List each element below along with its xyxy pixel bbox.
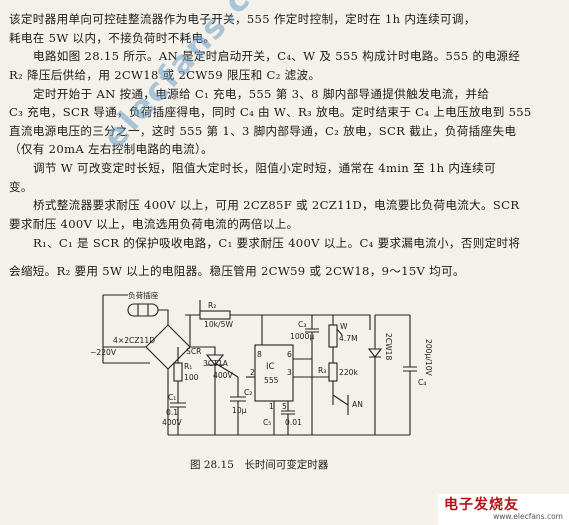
start-switch-icon [332, 394, 349, 415]
ic-pin-3: 3 [287, 368, 292, 377]
text-line: 要求耐压 400V 以上，电流选用负荷电流的两倍以上。 [9, 217, 299, 231]
text-line: 定时开始于 AN 按通，电源给 C₁ 充电，555 第 3、8 脚内部导通提供触… [33, 87, 490, 101]
c1-label: C₁ [168, 393, 176, 402]
ic-pin-6: 6 [287, 350, 292, 359]
text-line: 直流电源电压的三分之一，这时 555 第 1、3 脚内部导通，C₂ 放电，SCR… [9, 124, 517, 138]
text-line: （仅有 20mA 左右控制电路的电流）。 [9, 142, 214, 156]
c2-label: C₂ [244, 388, 252, 397]
text-line: R₁、C₁ 是 SCR 的保护吸收电路，C₁ 要求耐压 400V 以上。C₄ 要… [33, 236, 521, 250]
w-value: 4.7M [339, 334, 358, 343]
text-line: 变。 [9, 180, 33, 194]
text-line: C₃ 充电，SCR 导通，负荷插座得电，同时 C₄ 由 W、R₃ 放电。定时结束… [9, 105, 532, 119]
c5-label: C₅ [263, 418, 271, 427]
w-label: W [340, 322, 348, 331]
ic-label: IC [266, 362, 275, 372]
logo-main-text: 电子发烧友 [444, 497, 519, 513]
r1-value: 100 [184, 373, 199, 382]
text-line: 该定时器用单向可控硅整流器作为电子开关，555 作定时控制，定时在 1h 内连续… [9, 12, 476, 26]
scr-icon [205, 354, 225, 366]
text-line: 电路如图 28.15 所示。AN 是定时启动开关，C₄、W 及 555 构成计时… [33, 49, 521, 63]
r3-label: R₃ [318, 366, 326, 375]
ic-part: 555 [264, 376, 279, 385]
scr-voltage: 400V [213, 371, 233, 380]
mains-label: ~220V [90, 348, 117, 357]
text-line: 耗电在 5W 以内，不接负荷时不耗电。 [9, 31, 216, 45]
c3-value: 1000μ [290, 332, 314, 341]
c4-value: 200μ/10V [424, 339, 433, 377]
r2-label: R₂ [208, 301, 216, 310]
potentiometer-w-icon [328, 324, 338, 348]
c1-voltage: 400V [162, 418, 182, 427]
bridge-label: 4×2CZ11D [113, 336, 155, 345]
circuit-diagram: 负荷插座 4×2CZ11D ~220V R₂ 10k/5W SCR 3CT1A … [90, 290, 433, 436]
scr-label: SCR [186, 347, 202, 356]
resistor-r3-icon [328, 362, 338, 382]
c4-label: C₄ [418, 378, 426, 387]
an-label: AN [352, 400, 363, 409]
logo-sub-text: www.elecfans.com [493, 512, 563, 521]
text-line: 会缩短。R₂ 要用 5W 以上的电阻器。稳压管用 2CW59 或 2CW18，9… [9, 264, 465, 278]
load-socket-label: 负荷插座 [128, 290, 159, 300]
ic-pin-2: 2 [250, 368, 255, 377]
c5-value: 0.01 [285, 418, 302, 427]
r2-value: 10k/5W [204, 320, 233, 329]
ic-pin-8: 8 [257, 350, 262, 359]
load-socket-icon [127, 303, 159, 317]
c1-value: 0.1 [166, 408, 178, 417]
zener-label: 2CW18 [384, 333, 393, 360]
figure-caption: 图 28.15 长时间可变定时器 [190, 459, 329, 471]
r1-label: R₁ [184, 362, 192, 371]
site-logo: 电子发烧友 www.elecfans.com [438, 494, 569, 525]
c2-value: 10μ [232, 406, 247, 415]
scr-part: 3CT1A [203, 359, 229, 368]
ic-pin-1: 1 [269, 402, 274, 411]
ic-pin-5: 5 [282, 402, 287, 411]
c3-label: C₃ [298, 320, 306, 329]
text-line: 桥式整流器要求耐压 400V 以上，可用 2CZ85F 或 2CZ11D，电流要… [33, 198, 520, 212]
r3-value: 220k [339, 368, 358, 377]
text-line: R₂ 降压后供给，用 2CW18 或 2CW59 限压和 C₂ 滤波。 [9, 68, 321, 82]
resistor-r1-icon [173, 362, 183, 382]
zener-diode-icon [367, 315, 383, 435]
text-line: 调节 W 可改变定时长短，阻值大定时长，阻值小定时短，通常在 4min 至 1h… [33, 161, 496, 175]
resistor-r2-icon [199, 310, 231, 320]
